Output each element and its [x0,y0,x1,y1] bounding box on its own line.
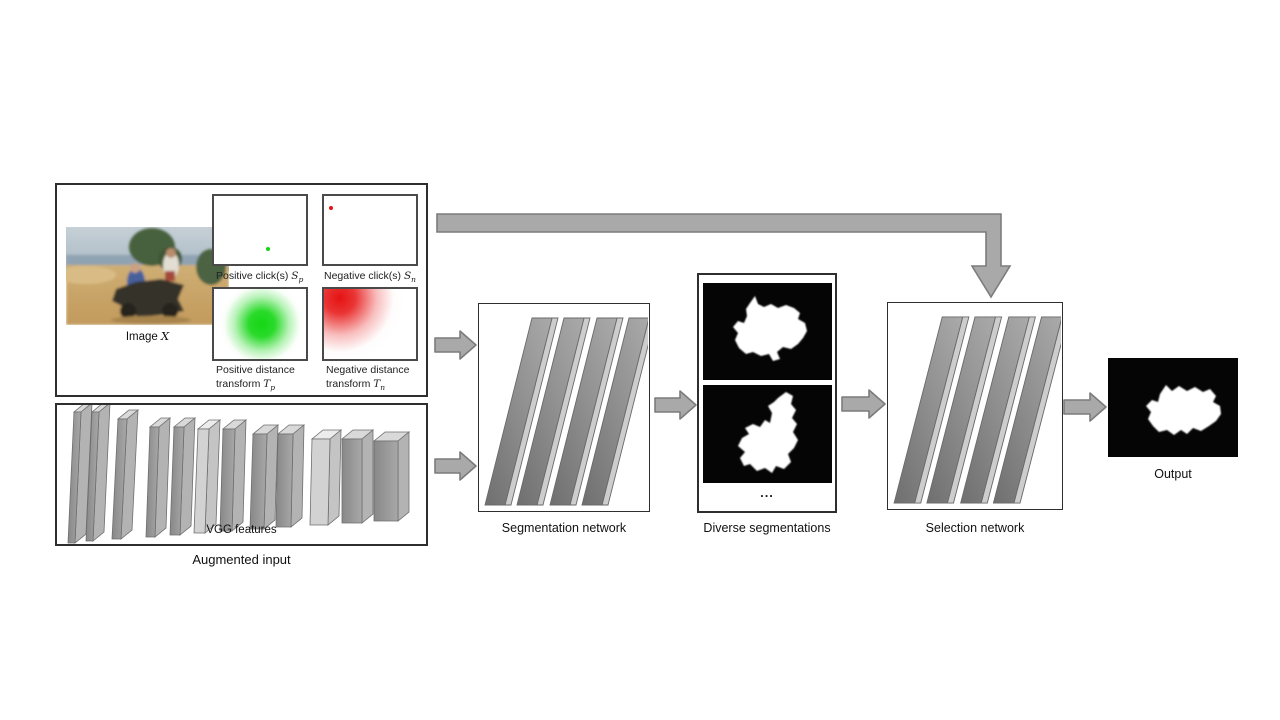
vgg-features-label: VGG features [206,524,277,536]
positive-dt-math: Tp [263,378,276,393]
mask-blob-2 [738,392,798,473]
segmentation-network-caption: Segmentation network [501,521,627,535]
positive-clicks-math: Sp [291,270,304,285]
negative-distance-transform-label: Negative distance transform Tn [326,363,409,395]
segmentation-mask-1 [703,283,832,380]
negative-clicks-label-text: Negative click(s) [324,270,402,282]
augmented-input-caption: Augmented input [192,552,291,567]
negative-dt-line2: transform [326,378,371,390]
mask-blob-1 [733,296,807,361]
image-caption-text: Image [125,331,158,343]
output-caption: Output [1154,467,1192,481]
positive-distance-transform-label: Positive distance transform Tp [216,363,295,395]
positive-click-dot [266,247,271,251]
selection-network-box [887,302,1063,510]
positive-clicks-panel [212,194,308,266]
positive-distance-transform-panel [212,287,308,361]
arrow-segnet-to-diverse [654,390,697,420]
arrow-selnet-to-output [1063,392,1107,422]
positive-dt-line2: transform [216,378,261,390]
positive-clicks-label: Positive click(s) Sp [216,270,303,284]
arrow-vgg-to-segnet [434,451,477,481]
segmentation-network-box [478,303,650,512]
positive-distance-gradient [214,289,306,359]
image-caption-math: X [160,329,170,343]
arrow-diverse-to-selnet [841,389,886,419]
negative-dt-math: Tn [373,378,386,393]
negative-dt-line1: Negative distance [326,364,410,376]
diverse-segmentations-caption: Diverse segmentations [703,521,831,535]
negative-clicks-panel [322,194,418,266]
segmentation-mask-2 [703,385,832,483]
image-caption: Image X [66,329,229,343]
output-mask-blob [1146,385,1221,435]
output-mask-panel [1108,358,1238,457]
negative-distance-transform-panel [322,287,418,361]
negative-click-dot [328,205,333,210]
negative-distance-gradient [324,289,416,359]
positive-clicks-label-text: Positive click(s) [216,270,289,282]
arrow-input-to-segnet [434,330,477,360]
negative-clicks-label: Negative click(s) Sn [324,270,416,284]
more-masks-ellipsis: ... [760,485,774,500]
positive-dt-line1: Positive distance [216,364,295,376]
selection-network-caption: Selection network [925,521,1025,535]
negative-clicks-math: Sn [403,270,416,285]
